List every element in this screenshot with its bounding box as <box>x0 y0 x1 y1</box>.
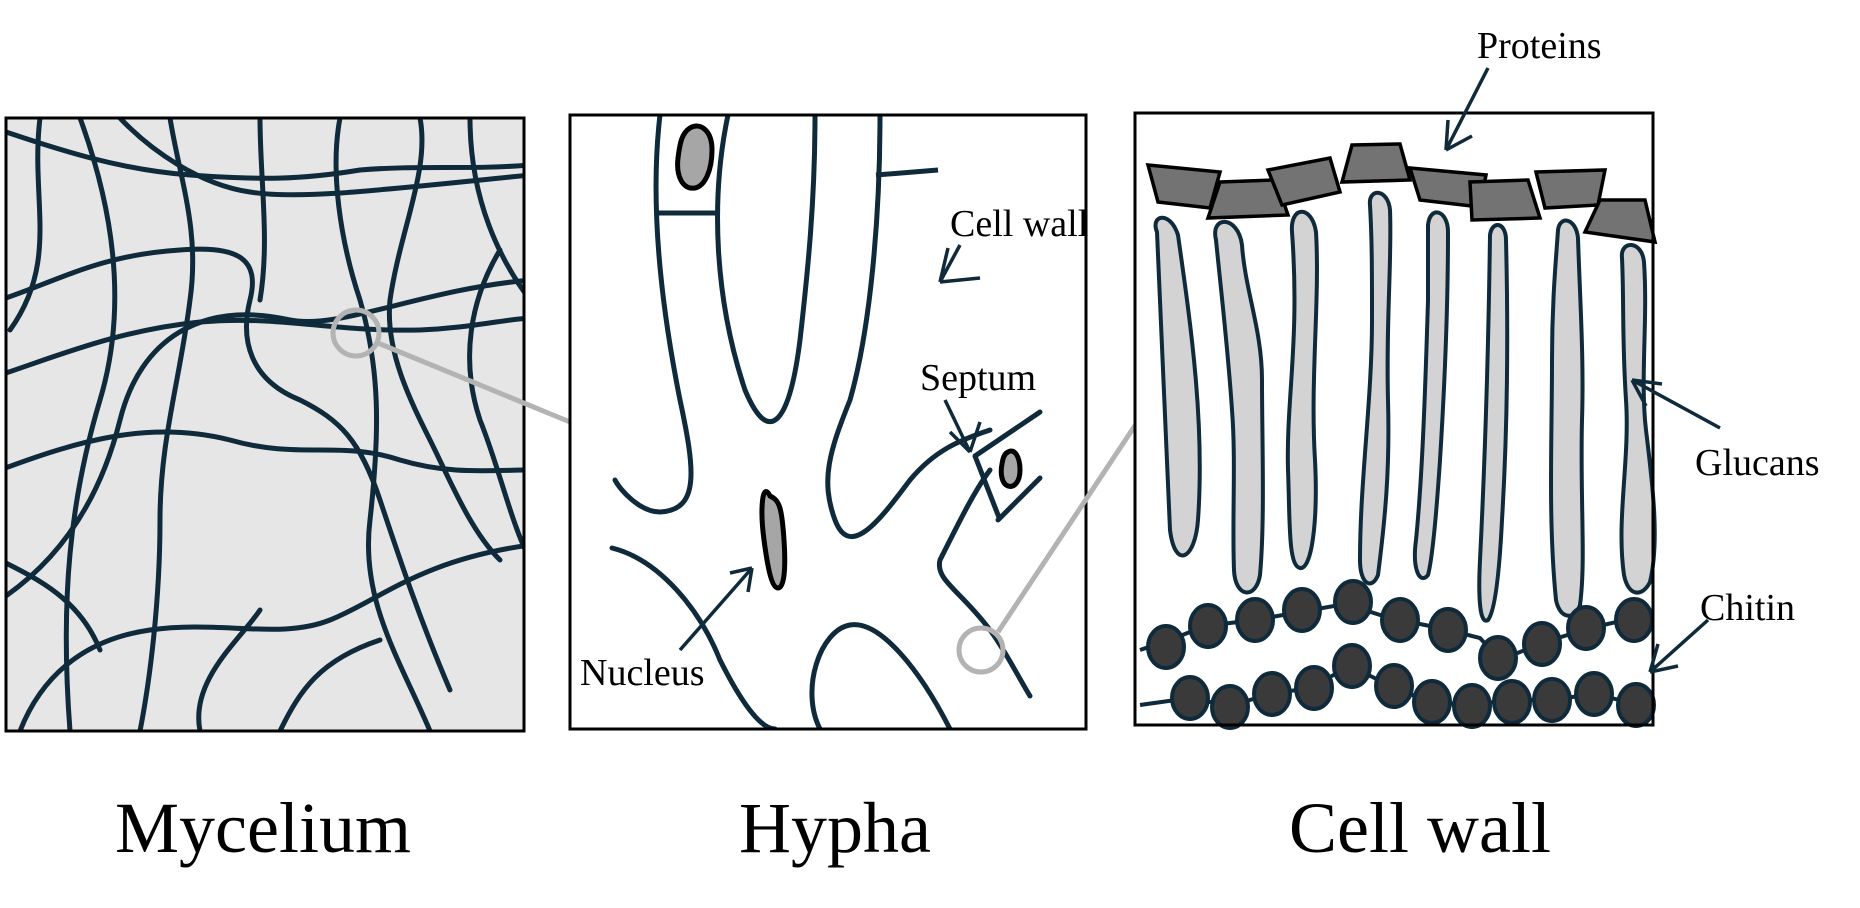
cell-wall-panel-border <box>1133 111 1655 727</box>
mycelium-panel-border <box>4 116 526 733</box>
protein-layer <box>1145 142 1658 245</box>
chitin-unit <box>1566 605 1606 651</box>
cell-wall-panel: Proteins Glucans Chitin <box>1133 25 1820 730</box>
proteins-arrow <box>1444 67 1490 152</box>
cell-wall-arrow <box>938 244 981 284</box>
hypha-septum-branch <box>972 455 1003 521</box>
glucan-strand <box>1619 243 1657 595</box>
hypha-septum-right <box>875 167 939 178</box>
nucleus-upper <box>675 123 715 191</box>
chitin-layer <box>1139 579 1656 730</box>
chitin-unit <box>1492 679 1532 725</box>
hypha-title: Hypha <box>739 788 931 868</box>
chitin-units <box>1146 579 1656 730</box>
glucan-layer <box>1153 190 1657 623</box>
chitin-unit <box>1235 597 1275 643</box>
cell-wall-gap-mark <box>919 267 936 275</box>
mycelium-panel <box>4 116 526 733</box>
mycelium-title: Mycelium <box>115 788 411 868</box>
chitin-unit <box>1614 597 1654 643</box>
glucan-strand <box>1213 219 1265 595</box>
proteins-label: Proteins <box>1477 25 1602 67</box>
protein-unit <box>1265 155 1343 208</box>
chitin-unit <box>1333 579 1373 625</box>
cell-wall-label: Cell wall <box>950 203 1088 245</box>
chitin-unit <box>1374 663 1414 709</box>
mycelium-zoom-marker <box>330 307 382 359</box>
nucleus-center <box>759 489 788 591</box>
glucan-strand <box>1413 210 1451 580</box>
glucan-strand <box>1477 223 1510 623</box>
chitin-label: Chitin <box>1700 587 1795 629</box>
chitin-unit <box>1170 675 1210 721</box>
chitin-unit <box>1616 682 1656 728</box>
chitin-unit <box>1252 671 1292 717</box>
protein-unit <box>1145 163 1223 210</box>
hypha-label-arrows <box>678 244 982 652</box>
glucan-strand <box>1153 215 1202 558</box>
hypha-panel: Cell wall Septum Nucleus <box>568 113 1088 731</box>
mycelium-hyphae-network <box>6 118 524 731</box>
septum-arrow <box>943 399 982 454</box>
chitin-unit <box>1380 597 1420 643</box>
chitin-arrow <box>1648 618 1710 674</box>
chitin-unit <box>1146 624 1186 670</box>
chitin-unit <box>1188 603 1228 649</box>
zoom-connector-hypha-to-cellwall <box>995 416 1143 634</box>
cell-wall-label-arrows <box>1444 67 1721 674</box>
nucleus-label: Nucleus <box>580 652 705 694</box>
chitin-unit <box>1332 643 1372 689</box>
nucleus-branch <box>998 448 1023 489</box>
chitin-unit <box>1428 607 1468 653</box>
protein-unit <box>1468 178 1543 222</box>
protein-unit <box>1533 168 1608 210</box>
glucans-arrow <box>1630 378 1721 430</box>
chitin-unit <box>1574 671 1614 717</box>
chitin-unit <box>1478 635 1518 681</box>
protein-unit <box>1205 178 1291 220</box>
chitin-unit <box>1282 587 1322 633</box>
zoom-connector-mycelium-to-hypha <box>377 340 571 425</box>
chitin-unit <box>1294 665 1334 711</box>
glucan-strand <box>1549 218 1585 618</box>
chitin-unit <box>1452 683 1492 729</box>
glucan-strand <box>1357 190 1393 586</box>
protein-unit <box>1339 142 1413 184</box>
chitin-unit <box>1210 684 1250 730</box>
chitin-unit <box>1522 621 1562 667</box>
septum-label: Septum <box>920 357 1036 399</box>
hypha-panel-border <box>568 113 1088 731</box>
hypha-branches <box>609 115 1043 729</box>
glucans-label: Glucans <box>1695 442 1820 484</box>
cell-wall-title: Cell wall <box>1289 788 1551 868</box>
protein-unit <box>1582 198 1658 245</box>
hypha-zoom-marker <box>956 625 1006 675</box>
glucan-strand <box>1285 210 1319 570</box>
chitin-unit <box>1412 679 1452 725</box>
nucleus-arrow <box>678 566 754 652</box>
chitin-unit <box>1532 677 1572 723</box>
